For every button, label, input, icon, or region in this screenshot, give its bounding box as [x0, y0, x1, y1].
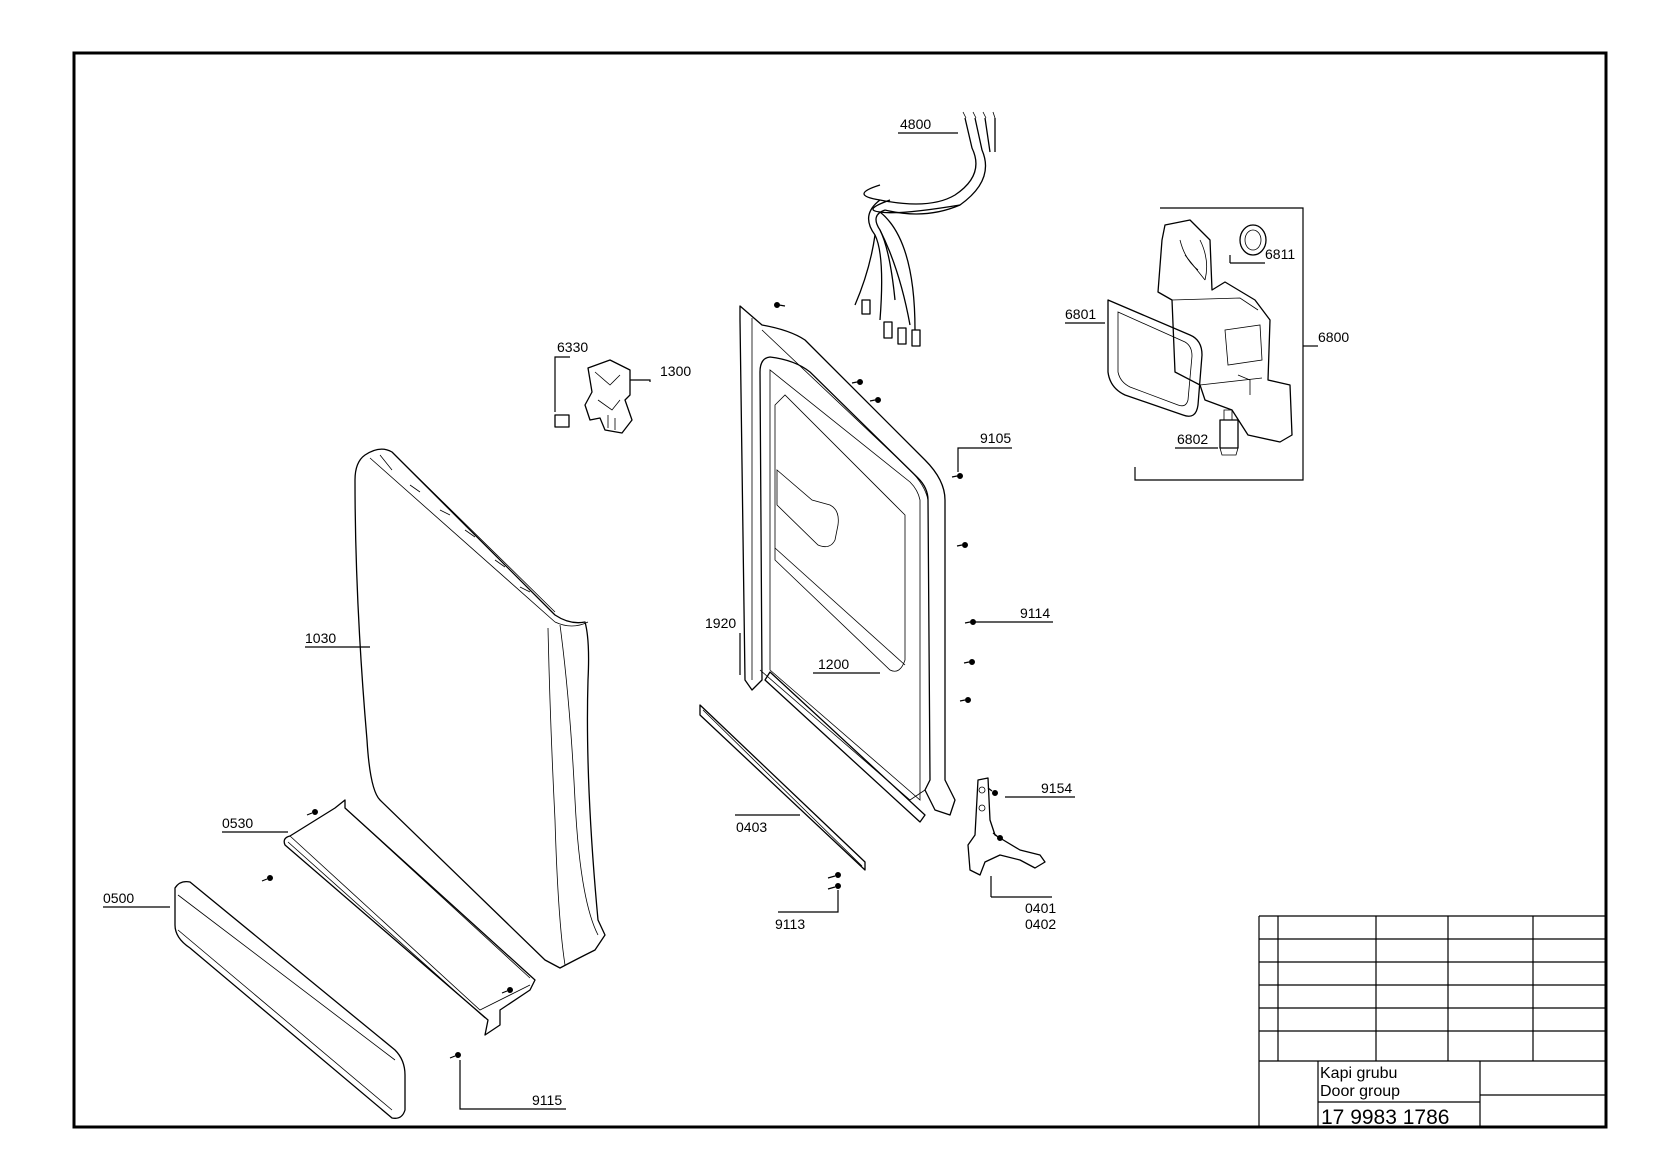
- bottom-seal-1920: [764, 671, 926, 823]
- callout-0401: 0401: [1025, 900, 1056, 916]
- callout-6800: 6800: [1318, 329, 1349, 345]
- front-cover-0500: [174, 880, 406, 1119]
- title-block: Kapi grubu Door group 17 9983 1786: [1258, 915, 1606, 1129]
- hinge-module-1300: [554, 356, 651, 434]
- callout-6811: 6811: [1265, 246, 1295, 262]
- dispenser-assembly-6800: [1107, 207, 1304, 481]
- callout-9115: 9115: [532, 1092, 562, 1108]
- drawing-number: 17 9983 1786: [1321, 1106, 1449, 1129]
- screws: [261, 302, 1003, 1059]
- callout-0403: 0403: [736, 819, 767, 835]
- callout-0530: 0530: [222, 815, 253, 831]
- wiring-harness-4800: [854, 111, 996, 347]
- callout-6330: 6330: [557, 339, 588, 355]
- callout-0402: 0402: [1025, 916, 1056, 932]
- inner-door-frame-1200: [739, 305, 956, 816]
- callout-9154: 9154: [1041, 780, 1072, 796]
- callout-6801: 6801: [1065, 306, 1096, 322]
- bottom-strip-0403: [699, 704, 866, 871]
- hinge-bracket-0401-0402: [967, 777, 1046, 876]
- callout-1920: 1920: [705, 615, 736, 631]
- leader-lines: [103, 132, 1318, 1110]
- callout-1030: 1030: [305, 630, 336, 646]
- callout-9105: 9105: [980, 430, 1011, 446]
- callout-9114: 9114: [1020, 605, 1050, 621]
- callout-1200: 1200: [818, 656, 849, 672]
- title-turkish: Kapi grubu: [1320, 1065, 1397, 1082]
- callout-0500: 0500: [103, 890, 134, 906]
- callout-1300: 1300: [660, 363, 691, 379]
- title-english: Door group: [1320, 1083, 1400, 1100]
- callout-4800: 4800: [900, 116, 931, 132]
- callout-6802: 6802: [1177, 431, 1208, 447]
- drawing-frame: [72, 51, 1608, 1129]
- kick-plate-0530: [283, 799, 536, 1036]
- outer-door-panel-1030: [354, 448, 606, 969]
- callout-9113: 9113: [775, 916, 805, 932]
- callout-labels: 4800 6811 6801 6800 6802 6330 1300 9105 …: [103, 116, 1349, 1108]
